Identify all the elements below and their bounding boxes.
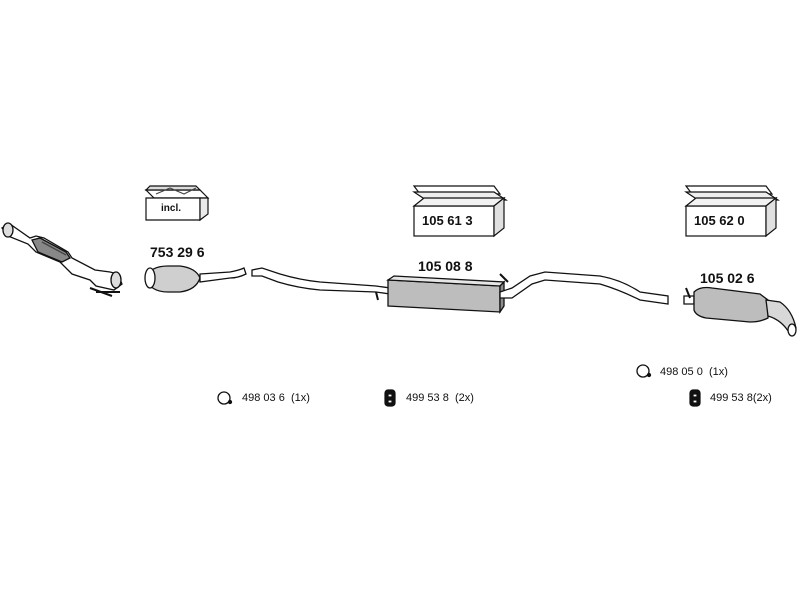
front-pipe bbox=[1, 222, 123, 297]
rear-kit-box bbox=[684, 185, 780, 238]
hanger-middle-code: 499 53 8 bbox=[406, 392, 449, 404]
ring-front-qty: (1x) bbox=[290, 392, 310, 404]
hanger-middle-qty: (2x) bbox=[454, 392, 474, 404]
middle-kit-label: 105 61 3 bbox=[422, 213, 473, 228]
catalytic-kit-box bbox=[144, 185, 210, 222]
rear-silencer bbox=[683, 286, 797, 337]
ring-rear-note: 498 05 0 (1x) bbox=[660, 366, 728, 378]
catalytic-converter-label: 753 29 6 bbox=[150, 244, 205, 260]
hanger-middle-note: 499 53 8 (2x) bbox=[406, 392, 474, 404]
hanger-icon-middle bbox=[384, 389, 396, 407]
ring-front-code: 498 03 6 bbox=[242, 392, 285, 404]
ring-rear-code: 498 05 0 bbox=[660, 366, 703, 378]
middle-kit-box bbox=[412, 185, 508, 238]
middle-silencer-label: 105 08 8 bbox=[418, 258, 473, 274]
ring-front-note: 498 03 6 (1x) bbox=[242, 392, 310, 404]
hanger-rear-code: 499 53 8 bbox=[710, 392, 753, 404]
ring-icon-rear bbox=[636, 364, 652, 378]
rear-silencer-label: 105 02 6 bbox=[700, 270, 755, 286]
ring-icon-front bbox=[217, 391, 233, 405]
middle-section bbox=[251, 267, 669, 315]
hanger-icon-rear bbox=[689, 389, 701, 407]
hanger-rear-qty: (2x) bbox=[752, 392, 772, 404]
catalytic-kit-incl-label: incl. bbox=[161, 203, 182, 214]
hanger-rear-note: 499 53 8(2x) bbox=[710, 392, 772, 404]
ring-rear-qty: (1x) bbox=[708, 366, 728, 378]
rear-kit-label: 105 62 0 bbox=[694, 213, 745, 228]
catalytic-converter bbox=[144, 265, 247, 293]
